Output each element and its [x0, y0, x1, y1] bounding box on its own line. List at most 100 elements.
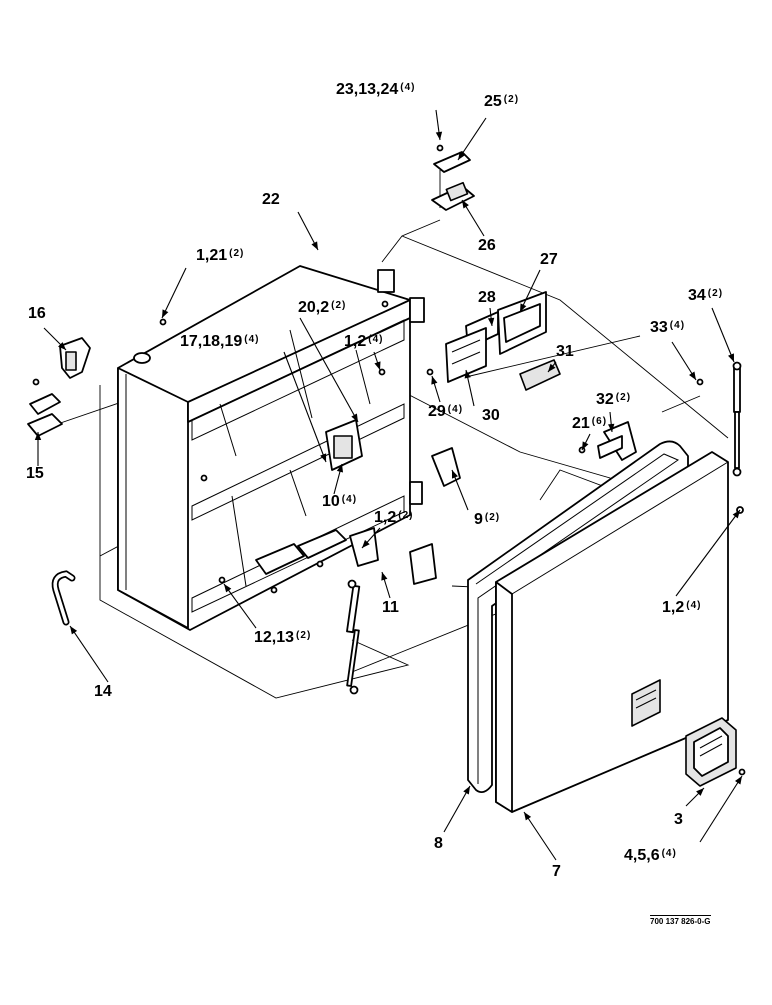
callout-number: 28 [478, 289, 496, 306]
callout-quantity: (4) [244, 334, 259, 345]
arrowhead-c21 [582, 441, 589, 450]
callout-quantity: (2) [331, 300, 346, 311]
leader-c34 [711, 307, 735, 363]
callout-quantity: (6) [592, 416, 607, 427]
callout-c26: 26 [478, 237, 496, 254]
callout-quantity: (2) [504, 94, 519, 105]
leader-c25 [457, 117, 487, 161]
callout-c32: 32(2) [596, 391, 631, 408]
arrowhead-c22 [311, 241, 318, 250]
callout-c10: 10(4) [322, 493, 357, 510]
left-bracket-set [27, 337, 91, 437]
callout-c1_2c: 1,2(4) [662, 599, 701, 616]
callout-quantity: (2) [229, 248, 244, 259]
callout-number: 8 [434, 835, 443, 852]
arrowhead-c3 [696, 788, 704, 796]
arrowhead-c1_2c [732, 510, 740, 519]
callout-number: 3 [674, 811, 683, 828]
upper-right-brackets [445, 291, 561, 391]
arrowhead-c32 [608, 423, 615, 432]
callout-number: 23,13,24 [336, 81, 398, 98]
callout-c14: 14 [94, 683, 112, 700]
leader-c12 [223, 583, 257, 629]
callout-number: 26 [478, 237, 496, 254]
callout-c29: 29(4) [428, 403, 463, 420]
arrowhead-c29 [431, 376, 438, 385]
arrowhead-c14 [70, 626, 78, 635]
callout-c12: 12,13(2) [254, 629, 311, 646]
callout-c25: 25(2) [484, 93, 519, 110]
callout-quantity: (4) [342, 494, 357, 505]
callout-c7: 7 [552, 863, 561, 880]
callout-number: 1,2 [662, 599, 684, 616]
arrowhead-c1_2b [362, 539, 370, 548]
callout-quantity: (2) [398, 510, 413, 521]
callout-number: 14 [94, 683, 112, 700]
drawing-number: 700 137 826-0-G [650, 915, 711, 926]
callout-c1_2b: 1,2(2) [374, 509, 413, 526]
callout-number: 21 [572, 415, 590, 432]
callout-number: 33 [650, 319, 668, 336]
arrowhead-c26 [462, 200, 469, 209]
callout-number: 29 [428, 403, 446, 420]
callout-number: 16 [28, 305, 46, 322]
callout-number: 31 [556, 343, 574, 360]
callout-number: 10 [322, 493, 340, 510]
callout-quantity: (2) [485, 512, 500, 523]
callout-c34: 34(2) [688, 287, 723, 304]
arrowhead-c23 [435, 131, 443, 140]
bracket-32 [597, 421, 637, 461]
callout-quantity: (4) [400, 82, 415, 93]
callout-quantity: (2) [616, 392, 631, 403]
arrowhead-c28 [487, 317, 495, 326]
callout-c1_2a: 1,2(4) [344, 333, 383, 350]
leader-c20_2 [299, 317, 359, 423]
callout-c4: 4,5,6(4) [624, 847, 677, 864]
arrowhead-c8 [463, 786, 470, 795]
leader-c4 [699, 775, 743, 843]
arrowhead-c30 [464, 370, 471, 379]
arrowhead-c12 [224, 584, 232, 593]
callout-quantity: (4) [448, 404, 463, 415]
callout-number: 1,21 [196, 247, 227, 264]
callout-quantity: (4) [662, 848, 677, 859]
callout-number: 1,2 [374, 509, 396, 526]
callout-number: 22 [262, 191, 280, 208]
arrowhead-c1_2a [374, 361, 381, 370]
arrowhead-c25 [458, 151, 466, 160]
gas-springs [346, 361, 742, 695]
callout-number: 15 [26, 465, 44, 482]
callout-quantity: (4) [368, 334, 383, 345]
arrowhead-c17 [320, 453, 327, 462]
leader-c14 [69, 625, 109, 683]
callout-c11: 11 [382, 599, 399, 616]
callout-c33: 33(4) [650, 319, 685, 336]
callout-quantity: (4) [686, 600, 701, 611]
callout-c28: 28 [478, 289, 496, 306]
arrowhead-c34 [728, 353, 734, 362]
callout-c17: 17,18,19(4) [180, 333, 260, 350]
latch [685, 717, 746, 787]
callout-c15: 15 [26, 465, 44, 482]
arrowhead-c31 [548, 363, 556, 372]
leader-c17 [283, 351, 327, 463]
arrowhead-c16 [58, 342, 66, 350]
callout-c20_2: 20,2(2) [298, 299, 346, 316]
callout-c9: 9(2) [474, 511, 500, 528]
lower-brackets [159, 300, 744, 594]
callout-number: 20,2 [298, 299, 329, 316]
arrowhead-c27 [520, 303, 527, 312]
callout-number: 25 [484, 93, 502, 110]
leader-c7 [523, 811, 557, 861]
callout-number: 4,5,6 [624, 847, 660, 864]
callout-c16: 16 [28, 305, 46, 322]
callout-number: 12,13 [254, 629, 294, 646]
callout-c21: 21(6) [572, 415, 607, 432]
callout-c22: 22 [262, 191, 280, 208]
callout-number: 1,2 [344, 333, 366, 350]
arrowhead-c20_2 [351, 413, 358, 422]
arrowhead-c11 [381, 572, 388, 581]
callout-number: 27 [540, 251, 558, 268]
